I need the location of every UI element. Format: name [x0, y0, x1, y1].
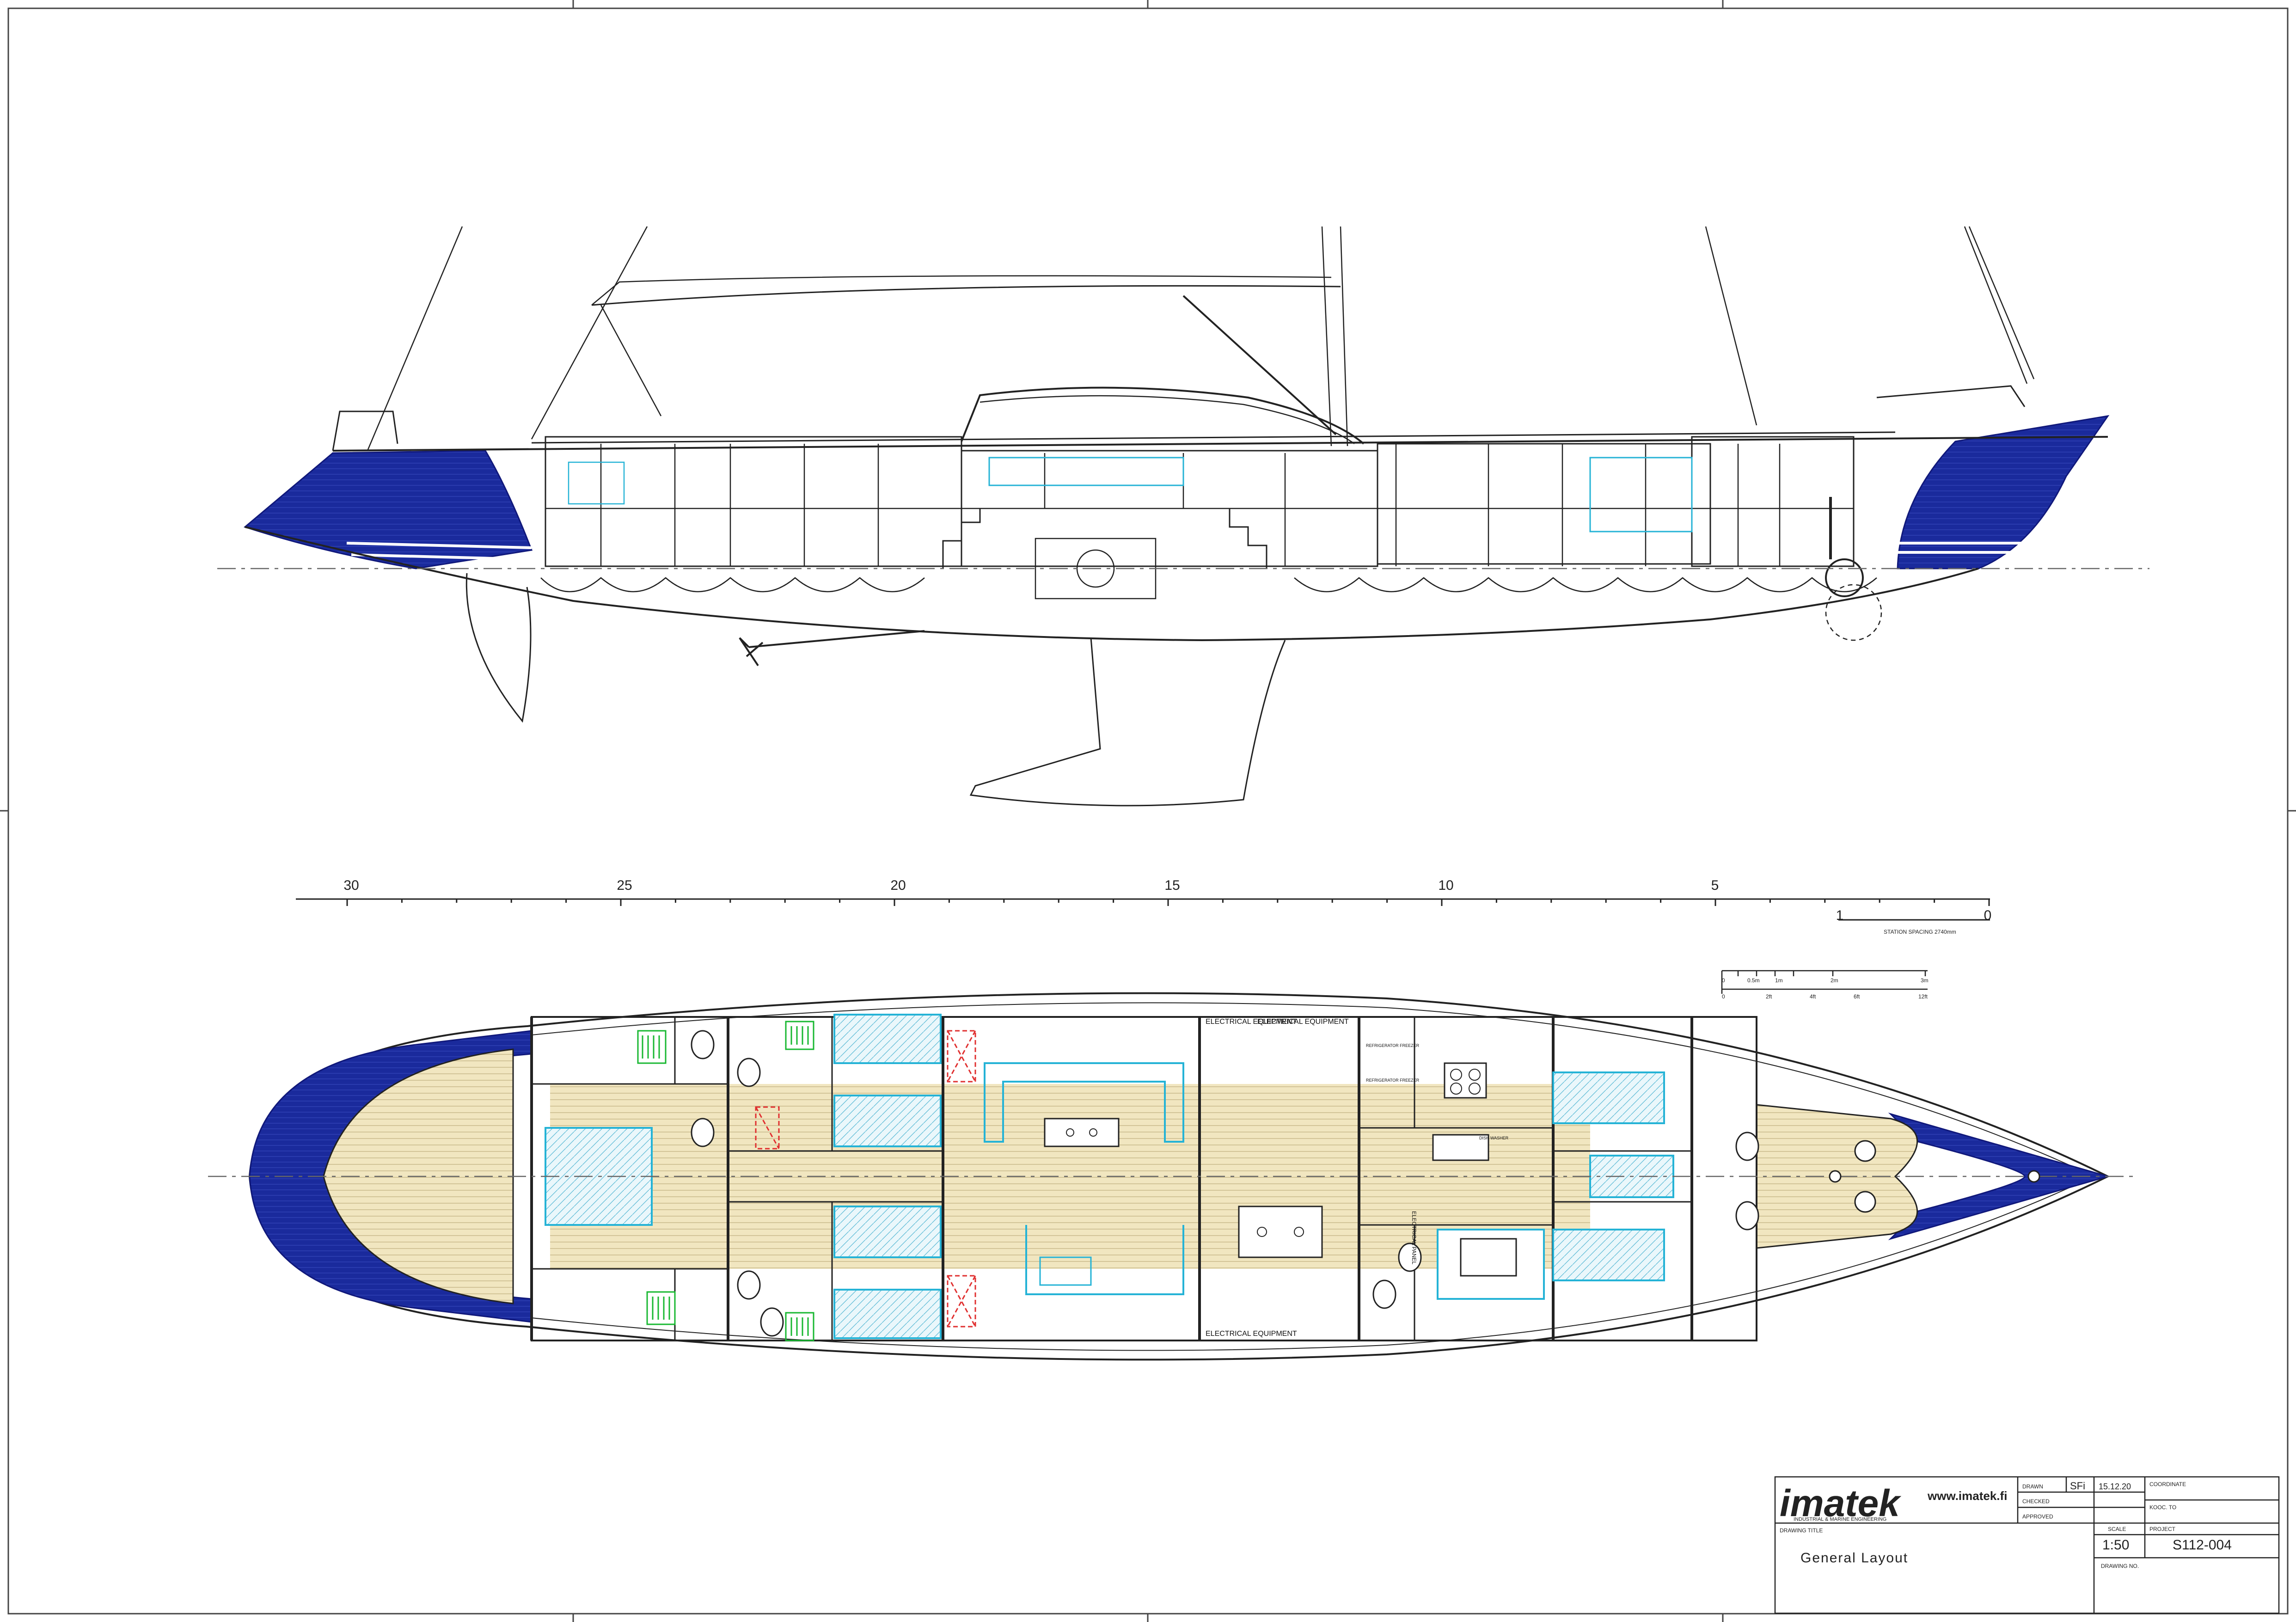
- coordinate-label: COORDINATE: [2149, 1481, 2186, 1487]
- plan-bow-paint: [1888, 1112, 2111, 1241]
- station-scale: 30 25 20 15 10 5 1 0 STATION SPACING 274…: [296, 878, 1991, 935]
- berth-1: [833, 1014, 942, 1064]
- scale-bot-4: 12ft: [1918, 993, 1928, 1000]
- scale-bot-1: 2ft: [1766, 993, 1772, 1000]
- hull-profile: [245, 526, 1979, 642]
- station-label-10: 10: [1438, 878, 1453, 893]
- drawing-no-label: DRAWING NO.: [2101, 1563, 2139, 1569]
- elec-label-1: ELECTRICAL EQUIPMENT: [1206, 1018, 1297, 1026]
- scale-bot-3: 6ft: [1854, 993, 1860, 1000]
- company-website: www.imatek.fi: [1927, 1489, 2007, 1503]
- drawing-title: General Layout: [1800, 1550, 1908, 1566]
- drawing-title-label: DRAWING TITLE: [1780, 1527, 1823, 1534]
- scale-top-1: 0.5m: [1747, 977, 1760, 984]
- project-value: S112-004: [2173, 1537, 2232, 1553]
- fridge-label-2: REFRIGERATOR FREEZER: [1366, 1078, 1420, 1083]
- dishwasher-label: DISH WASHER: [1479, 1136, 1509, 1140]
- station-spacing-note: STATION SPACING 2740mm: [1884, 929, 1956, 935]
- station-label-25: 25: [617, 878, 632, 893]
- berth-5: [1552, 1071, 1665, 1124]
- fridge-label-1: REFRIGERATOR FREEZER: [1366, 1043, 1420, 1048]
- berth-2: [833, 1095, 942, 1147]
- graphic-scale-bar: 0 0.5m 1m 2m 3m 0 2ft 4ft 6ft 12ft: [1721, 970, 1929, 1000]
- checked-label: CHECKED: [2022, 1498, 2050, 1505]
- station-label-15: 15: [1164, 878, 1180, 893]
- approved-label: APPROVED: [2022, 1513, 2053, 1520]
- station-label-30: 30: [343, 878, 359, 893]
- cooktop: [1444, 1062, 1487, 1099]
- scale-top-4: 3m: [1921, 977, 1929, 984]
- profile-view: [217, 226, 2149, 807]
- galley-island: [1437, 1229, 1545, 1300]
- coordinate-value: KOOC. TO: [2149, 1504, 2176, 1511]
- deckhouse: [961, 386, 1365, 445]
- room-labels: ELECTRICAL EQUIPMENT ELECTRICAL EQUIPMEN…: [1206, 1018, 1509, 1338]
- elec-label-3: ELECTRICAL EQUIPMENT: [1206, 1330, 1297, 1338]
- deck-hatch: [1238, 1206, 1323, 1258]
- company-sub: INDUSTRIAL & MARINE ENGINEERING: [1794, 1517, 1886, 1522]
- drawn-label: DRAWN: [2022, 1483, 2043, 1490]
- plan-view: ELECTRICAL EQUIPMENT ELECTRICAL EQUIPMEN…: [208, 992, 2136, 1361]
- station-ticks: [346, 899, 1990, 906]
- saloon-settee: [984, 1062, 1184, 1143]
- berth-4: [833, 1289, 942, 1339]
- title-block: [1774, 1476, 2280, 1614]
- galley-sink: [1432, 1134, 1489, 1161]
- hanging-lockers: [637, 1021, 814, 1341]
- red-marks: [755, 1030, 976, 1328]
- scale-top-0: 0: [1722, 977, 1725, 984]
- company-logo: imatek: [1780, 1482, 1902, 1524]
- scale-top-2: 1m: [1775, 977, 1783, 984]
- keel: [969, 637, 1286, 807]
- station-label-5: 5: [1711, 878, 1719, 893]
- project-label: PROJECT: [2149, 1526, 2176, 1532]
- drawn-date: 15.12.20: [2099, 1482, 2131, 1491]
- station-label-1: 1: [1836, 908, 1844, 923]
- scale-label: SCALE: [2108, 1526, 2126, 1532]
- rigging: [367, 226, 2035, 451]
- scale-bot-2: 4ft: [1810, 993, 1816, 1000]
- title-block-text: imatek INDUSTRIAL & MARINE ENGINEERING w…: [1780, 1480, 2232, 1569]
- windlasses: [1829, 1140, 2040, 1213]
- saloon-table: [1044, 1118, 1120, 1147]
- scale-value: 1:50: [2102, 1537, 2129, 1553]
- bulkheads: [530, 1017, 1693, 1340]
- station-label-20: 20: [890, 878, 906, 893]
- berth-7: [1552, 1229, 1665, 1281]
- rudder: [465, 573, 532, 723]
- elec-label-2: ELECTRICAL EQUIPMENT: [1257, 1018, 1349, 1026]
- stern-paint: [243, 450, 533, 569]
- station-label-0: 0: [1984, 908, 1992, 923]
- scale-top-3: 2m: [1831, 977, 1838, 984]
- toilets: [691, 1030, 1759, 1337]
- elec-panel-label: ELECTRICAL PANEL: [1411, 1211, 1417, 1265]
- scale-bot-0: 0: [1722, 993, 1725, 1000]
- drawn-value: SFi: [2070, 1480, 2085, 1492]
- interior-floor: [550, 1084, 1590, 1269]
- berth-3: [833, 1206, 942, 1258]
